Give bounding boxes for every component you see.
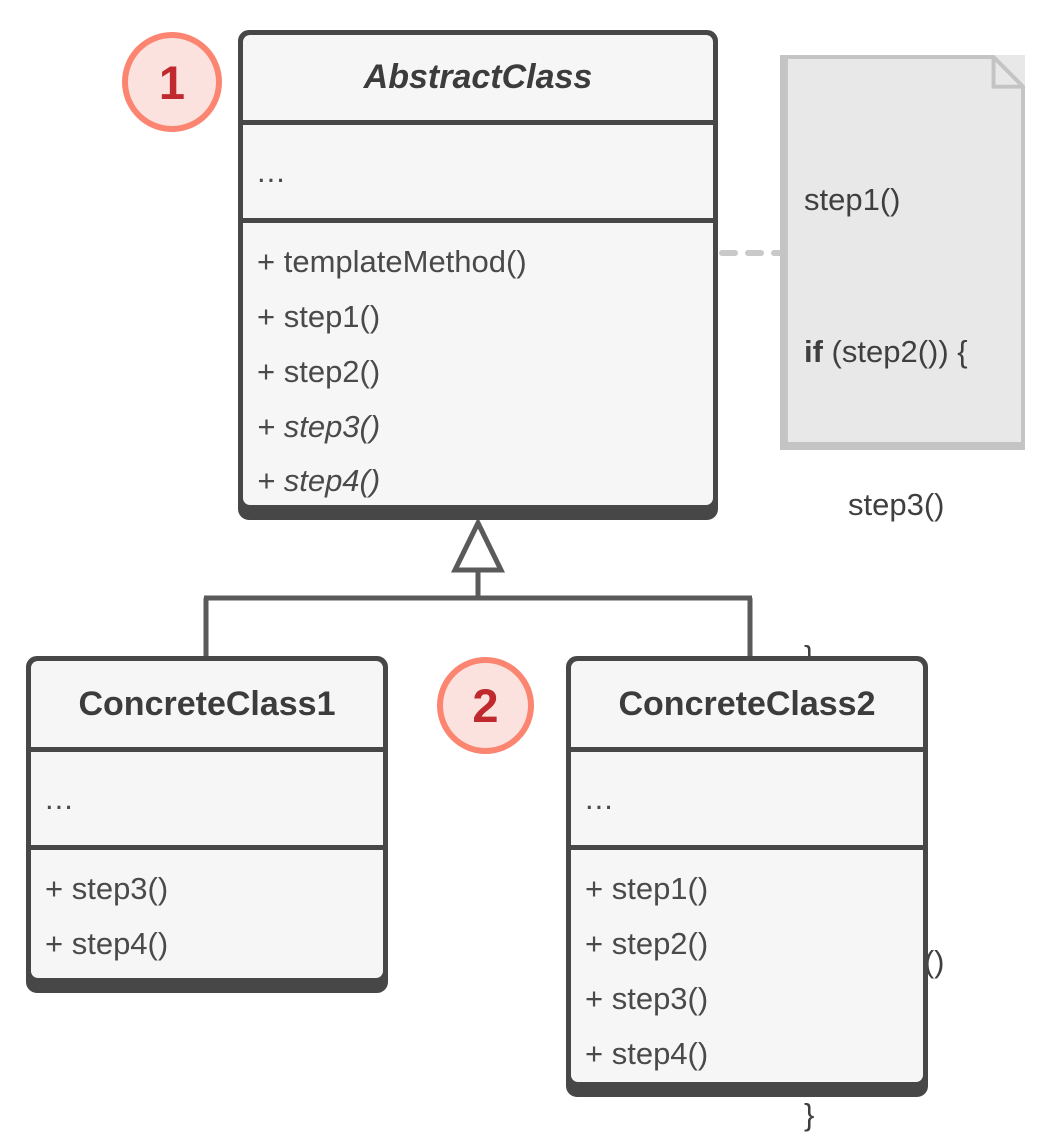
note-line-text: } (804, 1096, 815, 1132)
operation-item: + templateMethod() (257, 244, 527, 279)
note-line: if (step2()) { (804, 327, 1025, 378)
note-line: step1() (804, 175, 1025, 226)
note-line-text: step1() (804, 181, 901, 217)
class-operations-compartment: + step1() + step2() + step3() + step4() (571, 845, 923, 1082)
note-line: } (804, 1090, 1025, 1140)
operation-item: + step3() (45, 871, 169, 906)
class-box-concreteclass2[interactable]: ConcreteClass2 ... + step1() + step2() +… (566, 656, 928, 1097)
class-title-compartment: AbstractClass (243, 35, 713, 120)
class-title-compartment: ConcreteClass2 (571, 661, 923, 747)
badge-1-label: 1 (158, 55, 186, 109)
attributes-ellipsis: ... (257, 154, 286, 189)
operation-item: + step4() (257, 463, 381, 499)
note-line-text: step3() (848, 486, 945, 522)
operation-item: + step4() (45, 925, 169, 961)
attributes-ellipsis: ... (585, 781, 614, 816)
operation-item: + step2() (257, 353, 381, 389)
class-name-abstractclass: AbstractClass (363, 58, 593, 96)
badge-1[interactable]: 1 (122, 32, 222, 132)
class-attributes-compartment: ... (31, 747, 383, 845)
attributes-ellipsis: ... (45, 781, 74, 816)
class-attributes-compartment: ... (243, 120, 713, 218)
note-folded-corner-icon (784, 55, 1025, 446)
class-operations-compartment: + step3() + step4() (31, 845, 383, 978)
class-attributes-compartment: ... (571, 747, 923, 845)
operation-item: + step4() (585, 1035, 709, 1071)
operation-item: + step3() (257, 408, 381, 444)
class-box-abstractclass[interactable]: AbstractClass ... + templateMethod() + s… (238, 30, 718, 520)
note-keyword: if (804, 334, 823, 370)
class-name-concreteclass2: ConcreteClass2 (618, 684, 876, 723)
note-box-template-method[interactable]: step1() if (step2()) { step3() } else { … (780, 55, 1025, 1132)
operation-item: + step2() (585, 925, 709, 961)
class-title-compartment: ConcreteClass1 (31, 661, 383, 747)
class-operations-compartment: + templateMethod() + step1() + step2() +… (243, 218, 713, 505)
operation-item: + step3() (585, 980, 709, 1016)
note-line: step3() (804, 480, 1025, 531)
note-line-text: (step2()) { (822, 334, 968, 370)
operation-item: + step1() (257, 298, 381, 334)
class-box-concreteclass1[interactable]: ConcreteClass1 ... + step3() + step4() (26, 656, 388, 993)
class-name-concreteclass1: ConcreteClass1 (78, 684, 336, 723)
generalization-triangle-icon (450, 517, 506, 573)
operation-item: + step1() (585, 871, 709, 906)
badge-2-label: 2 (472, 679, 499, 732)
badge-2[interactable]: 2 (437, 657, 534, 754)
